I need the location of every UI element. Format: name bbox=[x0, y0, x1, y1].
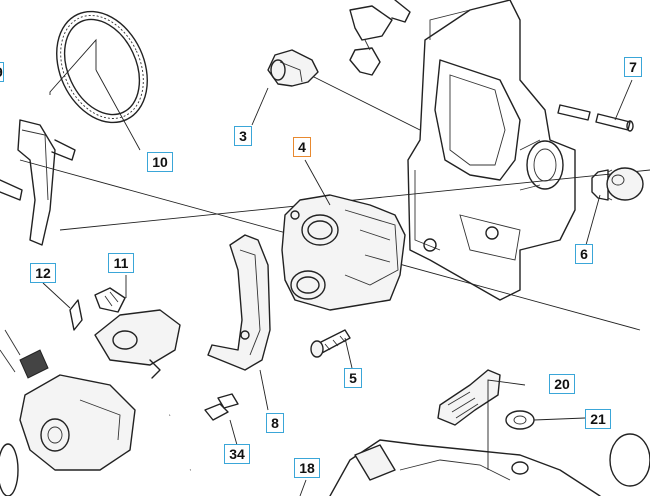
callout-4[interactable]: 4 bbox=[293, 137, 311, 157]
part-4-intake-flange[interactable] bbox=[281, 194, 406, 311]
callout-12[interactable]: 12 bbox=[30, 263, 56, 283]
callout-20[interactable]: 20 bbox=[549, 374, 575, 394]
top-linkage-part[interactable] bbox=[349, 0, 411, 76]
part-6-primer-bulb[interactable] bbox=[591, 167, 644, 201]
carburetor-assembly[interactable] bbox=[0, 329, 136, 496]
part-10-ring-gasket[interactable] bbox=[39, 0, 164, 137]
callout-18[interactable]: 18 bbox=[294, 458, 320, 478]
part-34-clips[interactable] bbox=[204, 393, 239, 421]
part-20-lever[interactable] bbox=[437, 369, 501, 426]
assembly-line-c bbox=[299, 69, 421, 131]
callout-7[interactable]: 7 bbox=[624, 57, 642, 77]
part-21-grommet[interactable] bbox=[505, 410, 535, 430]
fuel-hose[interactable] bbox=[163, 409, 199, 474]
part-8-plate[interactable] bbox=[207, 234, 271, 371]
callout-9[interactable]: 9 bbox=[0, 62, 4, 82]
part-7-pins[interactable] bbox=[557, 104, 634, 132]
callout-3[interactable]: 3 bbox=[234, 126, 252, 146]
part-5-screw[interactable] bbox=[310, 329, 351, 358]
part-11-linkage[interactable] bbox=[94, 287, 181, 379]
callout-5[interactable]: 5 bbox=[344, 368, 362, 388]
assembly-line-b bbox=[59, 169, 650, 231]
callout-21[interactable]: 21 bbox=[585, 409, 611, 429]
part-main-housing[interactable] bbox=[407, 0, 576, 301]
part-3-mount[interactable] bbox=[267, 49, 319, 87]
part-18-bottom-housing[interactable] bbox=[329, 433, 650, 496]
leader-lines bbox=[42, 38, 633, 496]
callout-34[interactable]: 34 bbox=[224, 444, 250, 464]
callout-10[interactable]: 10 bbox=[147, 152, 173, 172]
part-12-clip[interactable] bbox=[69, 299, 83, 331]
callout-11[interactable]: 11 bbox=[108, 253, 134, 273]
callout-6[interactable]: 6 bbox=[575, 244, 593, 264]
callout-8[interactable]: 8 bbox=[266, 413, 284, 433]
part-9-bracket[interactable] bbox=[0, 119, 76, 246]
